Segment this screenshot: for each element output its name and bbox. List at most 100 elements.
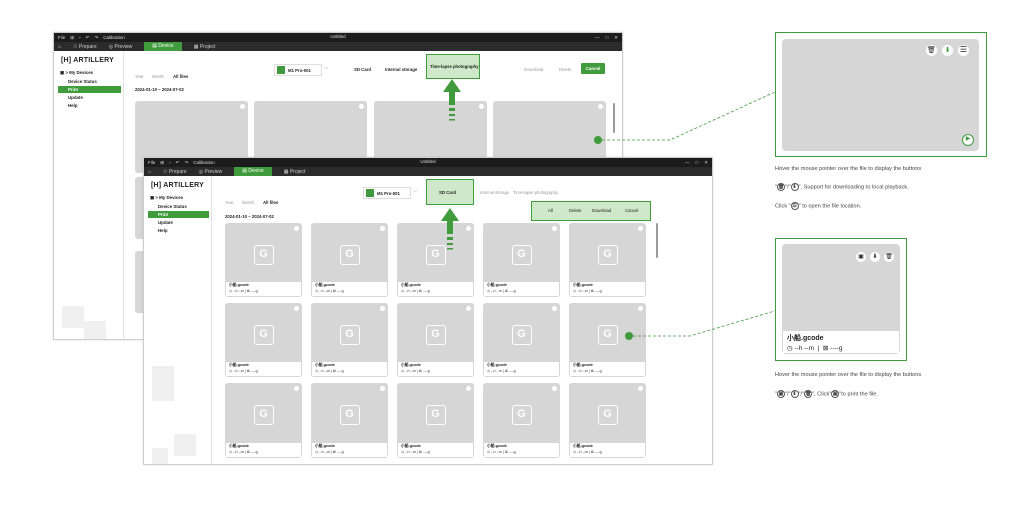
print-icon[interactable]: ▣	[856, 252, 866, 262]
tab-preview[interactable]: ◎ Preview	[198, 168, 223, 175]
file-thumbnail[interactable]: ▣ ⬇ 🗑 小船.gcode ◷ --h --m | ⊠ ----g	[782, 244, 900, 354]
play-icon[interactable]: ▶	[962, 134, 974, 146]
home-icon[interactable]: ⌂	[148, 168, 152, 175]
tab-device[interactable]: ▤ Device	[144, 42, 182, 51]
tab-prepare[interactable]: ☉ Prepare	[163, 168, 187, 175]
tab-preview[interactable]: ◎ Preview	[108, 43, 133, 50]
select-radio[interactable]	[380, 226, 385, 231]
layout-icon[interactable]: ⊞	[160, 159, 165, 165]
select-radio[interactable]	[380, 386, 385, 391]
download-button[interactable]: Download	[592, 208, 612, 213]
save-icon[interactable]: ▫	[169, 160, 171, 165]
device-selector[interactable]: M1 Pro-001	[363, 187, 411, 199]
delete-button[interactable]: Delete	[569, 208, 582, 213]
sidebar-item-device-status[interactable]: Device Status	[158, 203, 187, 209]
tab-internal-storage[interactable]: Internal storage	[480, 190, 510, 195]
select-radio[interactable]	[638, 306, 643, 311]
select-radio[interactable]	[359, 104, 364, 109]
download-button[interactable]: Download	[524, 67, 544, 72]
select-radio[interactable]	[638, 226, 643, 231]
tab-internal-storage[interactable]: Internal storage	[385, 67, 418, 72]
download-icon[interactable]: ⬇	[870, 252, 880, 262]
close-icon[interactable]: ✕	[704, 159, 708, 165]
select-radio[interactable]	[466, 306, 471, 311]
sidebar-item-help[interactable]: Help	[68, 102, 78, 108]
delete-icon[interactable]: 🗑	[884, 252, 894, 262]
date-range[interactable]: 2024-01-10 ~ 2024-07-02	[135, 87, 184, 92]
tab-timelapse[interactable]: Time-lapse photography	[513, 190, 559, 195]
cancel-button[interactable]: Cancel	[581, 63, 605, 74]
select-radio[interactable]	[552, 226, 557, 231]
sidebar-item-update[interactable]: Update	[158, 220, 173, 226]
filter-year[interactable]: Year	[225, 200, 234, 205]
select-radio[interactable]	[466, 386, 471, 391]
filter-month[interactable]: Month	[242, 200, 254, 205]
minimize-icon[interactable]: —	[685, 159, 690, 165]
tab-sd-card[interactable]: SD Card	[439, 190, 456, 195]
close-icon[interactable]: ✕	[614, 34, 618, 40]
select-radio[interactable]	[479, 104, 484, 109]
sidebar-item-device-status[interactable]: Device Status	[68, 78, 97, 84]
tab-project[interactable]: ▦ Project	[283, 168, 306, 175]
maximize-icon[interactable]: □	[605, 34, 609, 40]
sidebar-item-print[interactable]: Print	[58, 85, 121, 94]
chevron-down-icon[interactable]: ⌵	[324, 65, 329, 71]
date-range[interactable]: 2024-01-10 ~ 2024-07-02	[225, 214, 274, 219]
scrollbar[interactable]	[656, 223, 658, 258]
select-radio[interactable]	[466, 226, 471, 231]
tab-sd-card[interactable]: SD Card	[354, 67, 371, 72]
filter-month[interactable]: Month	[152, 74, 164, 79]
filter-all-files[interactable]: All files	[173, 74, 189, 79]
undo-icon[interactable]: ↶	[85, 34, 90, 40]
menu-icon[interactable]: ☰	[958, 45, 969, 56]
video-thumbnail[interactable]: 🗑 ⬇ ☰ ▶	[782, 39, 979, 151]
sidebar-item-help[interactable]: Help	[158, 227, 168, 233]
device-selector[interactable]: M1 Pro-001	[274, 64, 322, 76]
layout-icon[interactable]: ⊞	[70, 34, 75, 40]
cancel-button[interactable]: Cancel	[625, 208, 639, 213]
file-menu[interactable]: File	[58, 35, 66, 40]
download-icon[interactable]: ⬇	[942, 45, 953, 56]
sidebar-item-print[interactable]: Print	[148, 210, 209, 219]
tab-device[interactable]: ▤ Device	[234, 167, 272, 176]
delete-icon[interactable]: 🗑	[926, 45, 937, 56]
select-radio[interactable]	[294, 306, 299, 311]
select-all-button[interactable]: All	[548, 208, 553, 213]
calibration-menu[interactable]: Calibration	[103, 35, 125, 40]
select-radio[interactable]	[552, 306, 557, 311]
scrollbar[interactable]	[613, 103, 615, 133]
select-radio[interactable]	[380, 306, 385, 311]
redo-icon[interactable]: ↷	[94, 34, 99, 40]
filter-all-files[interactable]: All files	[263, 200, 279, 205]
save-icon[interactable]: ▫	[79, 35, 81, 40]
select-radio[interactable]	[638, 386, 643, 391]
select-radio[interactable]	[294, 226, 299, 231]
chevron-down-icon[interactable]: ⌵	[413, 188, 418, 194]
minimize-icon[interactable]: —	[595, 34, 600, 40]
maximize-icon[interactable]: □	[695, 159, 699, 165]
select-radio[interactable]	[598, 104, 603, 109]
select-radio[interactable]	[240, 104, 245, 109]
sidebar-item-update[interactable]: Update	[68, 95, 83, 101]
file-menu[interactable]: File	[148, 160, 156, 165]
delete-button[interactable]: Delete	[559, 67, 572, 72]
calibration-menu[interactable]: Calibration	[193, 160, 215, 165]
sidebar-item-my-devices[interactable]: ▣ > My Devices	[150, 195, 184, 201]
select-radio[interactable]	[294, 386, 299, 391]
tab-timelapse[interactable]: Time-lapse photography	[430, 64, 479, 69]
tab-project[interactable]: ▦ Project	[193, 43, 216, 50]
redo-icon[interactable]: ↷	[184, 159, 189, 165]
tab-prepare[interactable]: ☉ Prepare	[73, 43, 97, 50]
